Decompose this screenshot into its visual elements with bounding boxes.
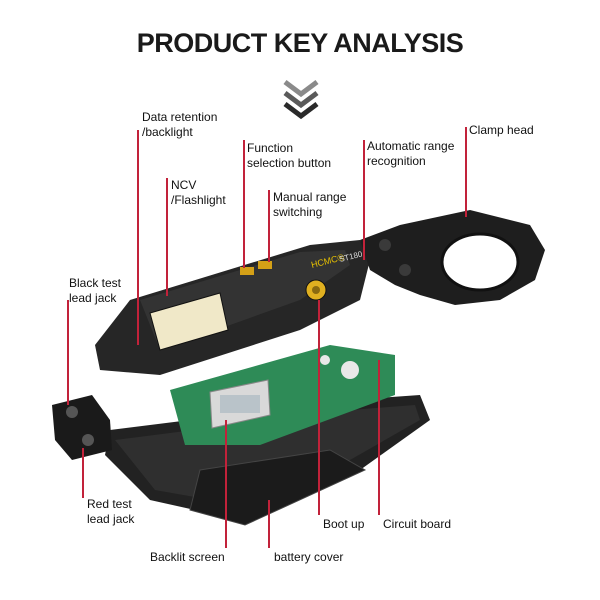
callout-line-function xyxy=(243,140,245,268)
page-title: PRODUCT KEY ANALYSIS xyxy=(136,28,464,58)
callout-line-backlit-screen xyxy=(225,420,227,548)
callout-line-manual-range xyxy=(268,190,270,262)
label-boot-up: Boot up xyxy=(323,517,365,531)
label-circuit-board: Circuit board xyxy=(383,517,452,531)
callout-line-boot-up xyxy=(318,300,320,515)
callout-line-red-jack xyxy=(82,448,84,498)
callout-line-battery-cover xyxy=(268,500,270,548)
callout-line-black-jack xyxy=(67,300,69,405)
label-battery-cover: battery cover xyxy=(274,550,344,564)
callout-line-data-retention xyxy=(137,130,139,345)
callout-line-clamp-head xyxy=(465,127,467,217)
label-data-retention: Data retention/backlight xyxy=(142,110,218,139)
label-clamp-head: Clamp head xyxy=(469,123,534,137)
callout-line-ncv xyxy=(166,178,168,296)
label-backlit-screen: Backlit screen xyxy=(150,550,225,564)
label-ncv: NCV/Flashlight xyxy=(171,178,226,207)
callout-line-circuit-board xyxy=(378,360,380,515)
callout-line-auto-range xyxy=(363,140,365,260)
chevron-down-icon xyxy=(283,80,319,120)
